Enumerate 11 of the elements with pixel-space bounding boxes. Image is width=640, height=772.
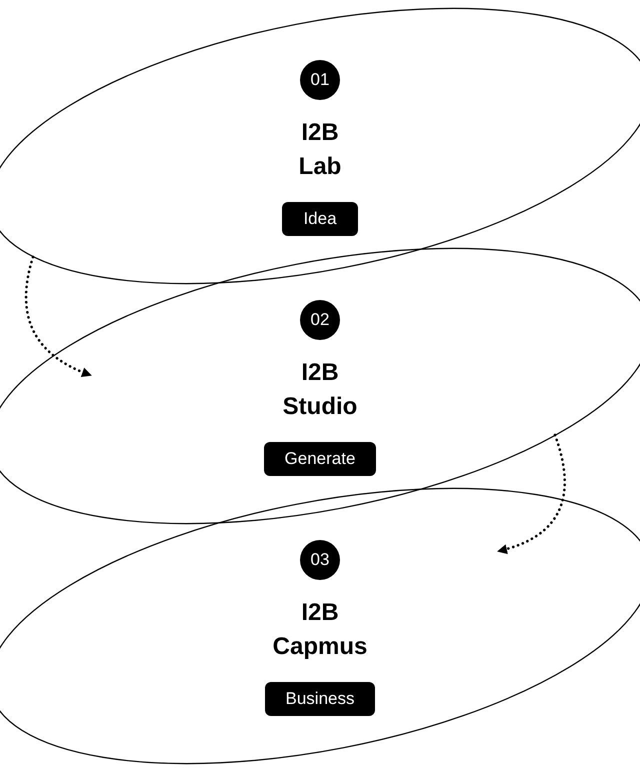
dotted-arrow	[24, 256, 92, 377]
stage-title: I2B Studio	[282, 358, 358, 422]
stage-title: I2B Capmus	[272, 598, 368, 662]
number-badge: 02	[300, 300, 340, 340]
stage-tag: Generate	[264, 442, 376, 476]
number-badge: 01	[300, 60, 340, 100]
number-badge: 03	[300, 540, 340, 580]
stage-title: I2B Lab	[298, 118, 342, 182]
stage-tag: Business	[264, 682, 376, 716]
stage-tag: Idea	[282, 202, 358, 236]
dotted-arrow	[497, 434, 566, 554]
